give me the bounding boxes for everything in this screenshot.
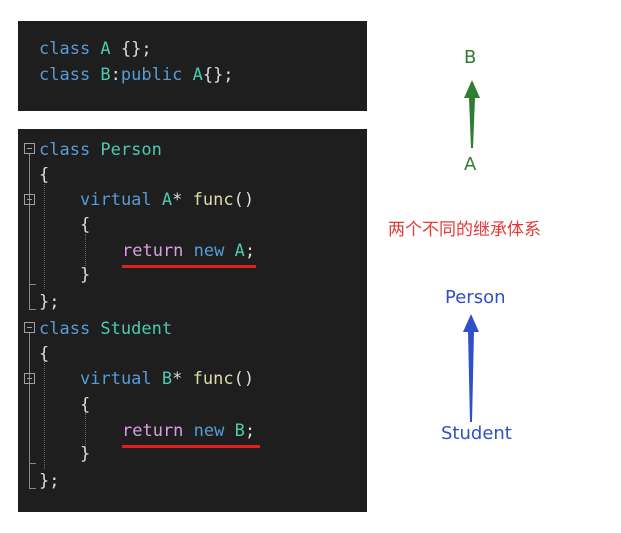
class-label-a: A: [464, 154, 477, 175]
fold-guide-end: [29, 284, 36, 285]
indent-guide: [44, 349, 45, 469]
code-line-virtual-func-b: virtual B* func(): [80, 369, 255, 389]
inheritance-arrow-student-to-person: [463, 314, 479, 422]
code-line-brace: }: [80, 444, 91, 464]
code-panel-person-student: class Person { virtual A* func() { retur…: [18, 129, 367, 512]
code-line-class-b: class B:public A{};: [39, 65, 234, 85]
indent-guide: [44, 169, 45, 289]
fold-collapse-icon[interactable]: [24, 194, 35, 205]
code-line-virtual-func-a: virtual A* func(): [80, 190, 255, 210]
code-line-return-new-b: return new B;: [122, 421, 256, 441]
arrow-head: [463, 314, 479, 332]
fold-guide-end: [29, 488, 36, 489]
class-label-student: Student: [441, 423, 512, 444]
note-text: 两个不同的继承体系: [388, 220, 541, 240]
arrow-head: [464, 80, 480, 98]
fold-guide-end: [29, 463, 36, 464]
fold-collapse-icon[interactable]: [24, 322, 35, 333]
arrow-shaft: [469, 98, 475, 148]
inheritance-arrow-a-to-b: [464, 80, 480, 148]
red-underline: [122, 445, 260, 448]
fold-collapse-icon[interactable]: [24, 143, 35, 154]
code-line-brace: {: [39, 344, 50, 364]
code-line-brace-close: };: [39, 471, 60, 491]
code-line-return-new-a: return new A;: [122, 241, 256, 261]
code-line-brace: {: [39, 165, 50, 185]
code-line-brace: {: [80, 215, 91, 235]
code-line-brace: {: [80, 395, 91, 415]
fold-guide-line: [29, 333, 30, 489]
code-line-class-person: class Person: [39, 140, 162, 160]
code-line-class-a: class A {};: [39, 39, 152, 59]
arrow-shaft: [468, 332, 474, 422]
indent-guide: [85, 234, 86, 274]
indent-guide: [85, 413, 86, 453]
fold-collapse-icon[interactable]: [24, 373, 35, 384]
code-panel-classes: class A {}; class B:public A{};: [18, 21, 367, 111]
code-line-brace: }: [80, 265, 91, 285]
fold-guide-line: [29, 154, 30, 310]
code-line-brace-close: };: [39, 292, 60, 312]
code-line-class-student: class Student: [39, 319, 173, 339]
class-label-b: B: [464, 47, 477, 68]
fold-guide-end: [29, 309, 36, 310]
class-label-person: Person: [445, 287, 506, 308]
red-underline: [122, 265, 256, 268]
